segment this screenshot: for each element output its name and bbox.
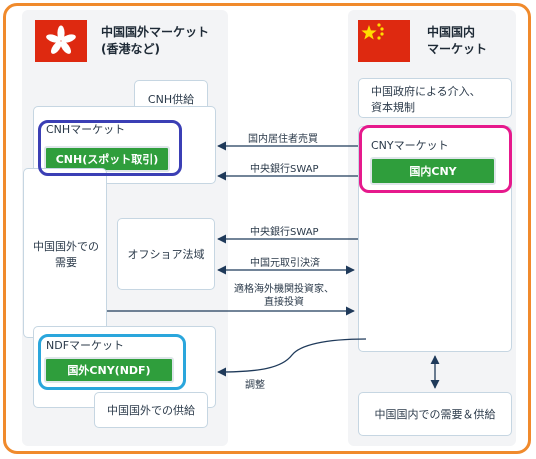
right-header-line2: マーケット <box>427 42 488 56</box>
supply-outside-box: 中国国外での供給 <box>94 392 208 428</box>
offshore-box: オフショア法域 <box>117 218 215 290</box>
domestic-label: 中国国内での需要＆供給 <box>374 408 496 421</box>
swap2-label: 中央銀行SWAP <box>250 227 319 238</box>
gov-intervention-box: 中国政府による介入、 資本規制 <box>358 78 512 118</box>
cny-market-label: CNYマーケット <box>371 139 449 152</box>
demand-label: 中国国外での 需要 <box>24 239 108 271</box>
cnh-market-label: CNHマーケット <box>46 123 126 136</box>
swap1-label: 中央銀行SWAP <box>250 164 319 175</box>
supply-outside-label: 中国国外での供給 <box>107 404 195 417</box>
gov-line1: 中国政府による介入、 <box>371 85 481 98</box>
hong-kong-flag-icon <box>35 20 87 62</box>
cnh-highlight <box>38 120 182 176</box>
adjust-arrow <box>217 338 367 377</box>
resident-sell-label: 国内居住者売買 <box>248 134 318 145</box>
adjust-label: 調整 <box>245 380 265 391</box>
left-header-line2: (香港など) <box>101 42 160 56</box>
cny-highlight <box>359 125 512 193</box>
demand-line2: 需要 <box>55 256 77 269</box>
cny-button[interactable]: 国内CNY <box>370 157 496 185</box>
domestic-box: 中国国内での需要＆供給 <box>358 392 512 436</box>
right-header-title: 中国国内 マーケット <box>427 24 487 58</box>
ndf-market-label: NDFマーケット <box>46 339 125 352</box>
china-flag-icon <box>358 20 410 62</box>
cnh-spot-button[interactable]: CNH(スポット取引) <box>44 146 170 172</box>
qfii-line2: 直接投資 <box>264 297 304 308</box>
gov-line2: 資本規制 <box>371 101 415 114</box>
overseas-demand-box: 中国国外での 需要 <box>23 168 107 338</box>
left-header-line1: 中国国外マーケット <box>101 25 210 39</box>
qfii-label: 適格海外機関投資家、 直接投資 <box>234 283 334 309</box>
ndf-highlight <box>38 334 186 390</box>
demand-line1: 中国国外での <box>33 240 99 253</box>
qfii-line1: 適格海外機関投資家、 <box>234 284 334 295</box>
ndf-button[interactable]: 国外CNY(NDF) <box>44 357 174 383</box>
left-header-title: 中国国外マーケット (香港など) <box>101 24 209 58</box>
right-header-line1: 中国国内 <box>427 25 476 39</box>
offshore-label: オフショア法域 <box>127 248 205 261</box>
gov-label: 中国政府による介入、 資本規制 <box>371 84 481 116</box>
yuan-settle-label: 中国元取引決済 <box>250 258 320 269</box>
cnh-supply-label: CNH供給 <box>147 92 195 106</box>
